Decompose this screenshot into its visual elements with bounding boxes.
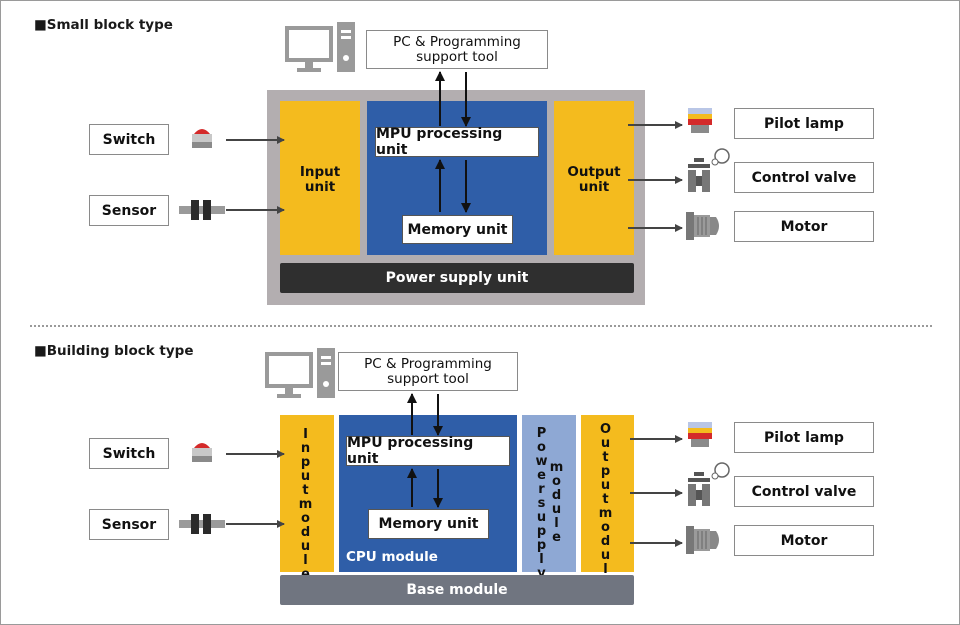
sensor-icon [179,200,225,220]
small-input-unit-label: Input unit [299,164,341,195]
building-block-title: ■Building block type [34,343,194,359]
small-pilot-lamp-box: Pilot lamp [734,108,874,139]
building-input-module-label: Inputmodule [298,427,313,581]
building-mpu-unit: MPU processing unit [346,435,510,467]
pilot-lamp-icon [688,108,712,133]
building-sensor-box: Sensor [89,509,169,540]
building-motor-box: Motor [734,525,874,556]
control-valve-icon [687,148,730,193]
building-cpu-module-label: CPU module [346,549,438,565]
sensor-icon [179,514,225,534]
motor-icon [685,211,720,241]
motor-icon [685,525,720,555]
small-input-unit [280,101,360,255]
small-output-unit-label: Output unit [567,164,621,195]
switch-icon [192,443,212,462]
computer-icon [285,22,355,72]
section-divider [30,325,932,327]
building-input-module [280,415,334,572]
building-pc-tool-box: PC & Programming support tool [338,352,518,391]
switch-icon [192,129,212,148]
building-power-module-label-1: Powersupply [534,426,549,580]
small-memory-unit: Memory unit [402,215,513,244]
building-power-supply-module [522,415,576,572]
small-control-valve-box: Control valve [734,162,874,193]
pilot-lamp-icon [688,422,712,447]
small-sensor-box: Sensor [89,195,169,226]
building-switch-box: Switch [89,438,169,469]
building-pilot-lamp-box: Pilot lamp [734,422,874,453]
building-base-module: Base module [280,575,634,605]
control-valve-icon [687,462,730,507]
building-power-module-label-2: module [549,460,564,544]
small-mpu-unit: MPU processing unit [375,126,539,158]
small-output-unit [554,101,634,255]
computer-icon [265,348,335,398]
small-switch-box: Switch [89,124,169,155]
small-block-title: ■Small block type [34,17,173,33]
building-memory-unit: Memory unit [368,509,489,539]
building-output-module-label: Outputmodule [598,422,613,590]
small-motor-box: Motor [734,211,874,242]
small-pc-tool-box: PC & Programming support tool [366,30,548,69]
small-power-supply-unit: Power supply unit [280,263,634,293]
building-output-module [581,415,634,572]
building-control-valve-box: Control valve [734,476,874,507]
